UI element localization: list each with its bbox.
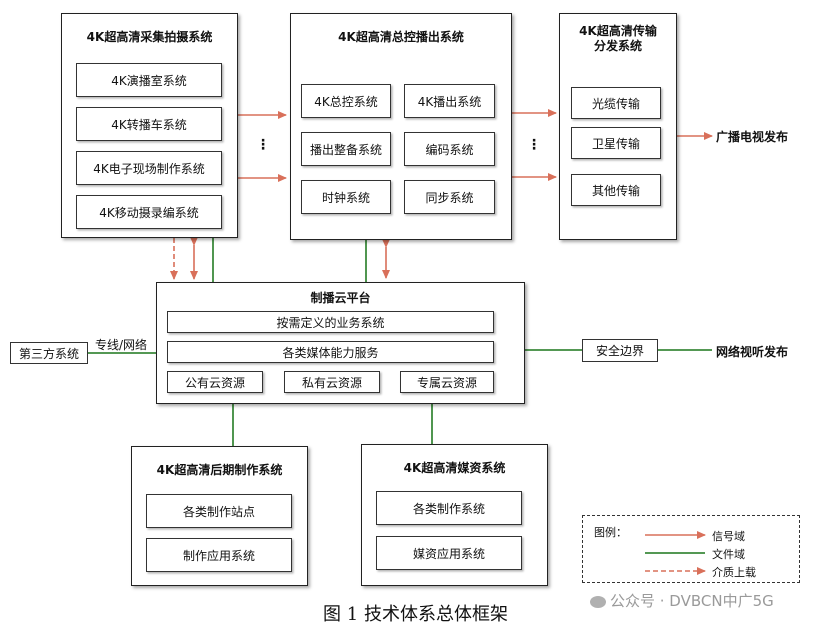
capture-item-mobile: 4K移动摄录编系统 [76,195,222,229]
capture-system-title: 4K超高清采集拍摄系统 [86,30,213,44]
legend-box [582,515,800,583]
cloud-service-business: 按需定义的业务系统 [167,311,494,333]
cloud-public: 公有云资源 [167,371,263,393]
legend-file-label: 文件域 [712,548,745,561]
playout-system-title: 4K超高清总控播出系统 [338,30,464,44]
playout-item-clock: 时钟系统 [301,180,391,214]
capture-item-studio: 4K演播室系统 [76,63,222,97]
capture-item-ob-van: 4K转播车系统 [76,107,222,141]
watermark-text: 公众号 · DVBCN中广5G [610,592,774,610]
post-production-title: 4K超高清后期制作系统 [156,463,283,477]
security-boundary: 安全边界 [582,339,658,362]
transmission-title-line2: 分发系统 [593,39,642,53]
cloud-platform-title: 制播云平台 [310,291,371,305]
third-party-system: 第三方系统 [10,342,88,364]
transmission-item-satellite: 卫星传输 [571,127,661,159]
network-av-label: 网络视听发布 [716,345,789,359]
cloud-dedicated: 专属云资源 [400,371,494,393]
ellipsis-playout-trans: ⋮ [527,137,541,153]
playout-item-preparation: 播出整备系统 [301,132,391,166]
figure-caption: 图 1 技术体系总体框架 [323,604,508,625]
transmission-title-line1: 4K超高清传输 [579,24,657,38]
ellipsis-capture-playout: ⋮ [256,137,270,153]
playout-item-encoding: 编码系统 [404,132,495,166]
legend-signal-label: 信号域 [712,530,745,543]
playout-item-master-control: 4K总控系统 [301,84,391,118]
legend-media-label: 介质上载 [712,566,756,579]
media-asset-title: 4K超高清媒资系统 [403,461,506,475]
media-item-applications: 媒资应用系统 [376,536,522,570]
transmission-item-fiber: 光缆传输 [571,87,661,119]
line-network-label: 专线/网络 [95,338,148,352]
cloud-service-media: 各类媒体能力服务 [167,341,494,363]
wechat-icon [590,595,606,608]
playout-item-playout: 4K播出系统 [404,84,495,118]
transmission-item-other: 其他传输 [571,174,661,206]
post-item-applications: 制作应用系统 [146,538,292,572]
media-item-production: 各类制作系统 [376,491,522,525]
legend-title: 图例： [594,526,627,539]
post-item-stations: 各类制作站点 [146,494,292,528]
cloud-private: 私有云资源 [284,371,380,393]
watermark: 公众号 · DVBCN中广5G [590,590,774,611]
broadcast-label: 广播电视发布 [716,130,789,144]
capture-item-efp: 4K电子现场制作系统 [76,151,222,185]
playout-item-sync: 同步系统 [404,180,495,214]
